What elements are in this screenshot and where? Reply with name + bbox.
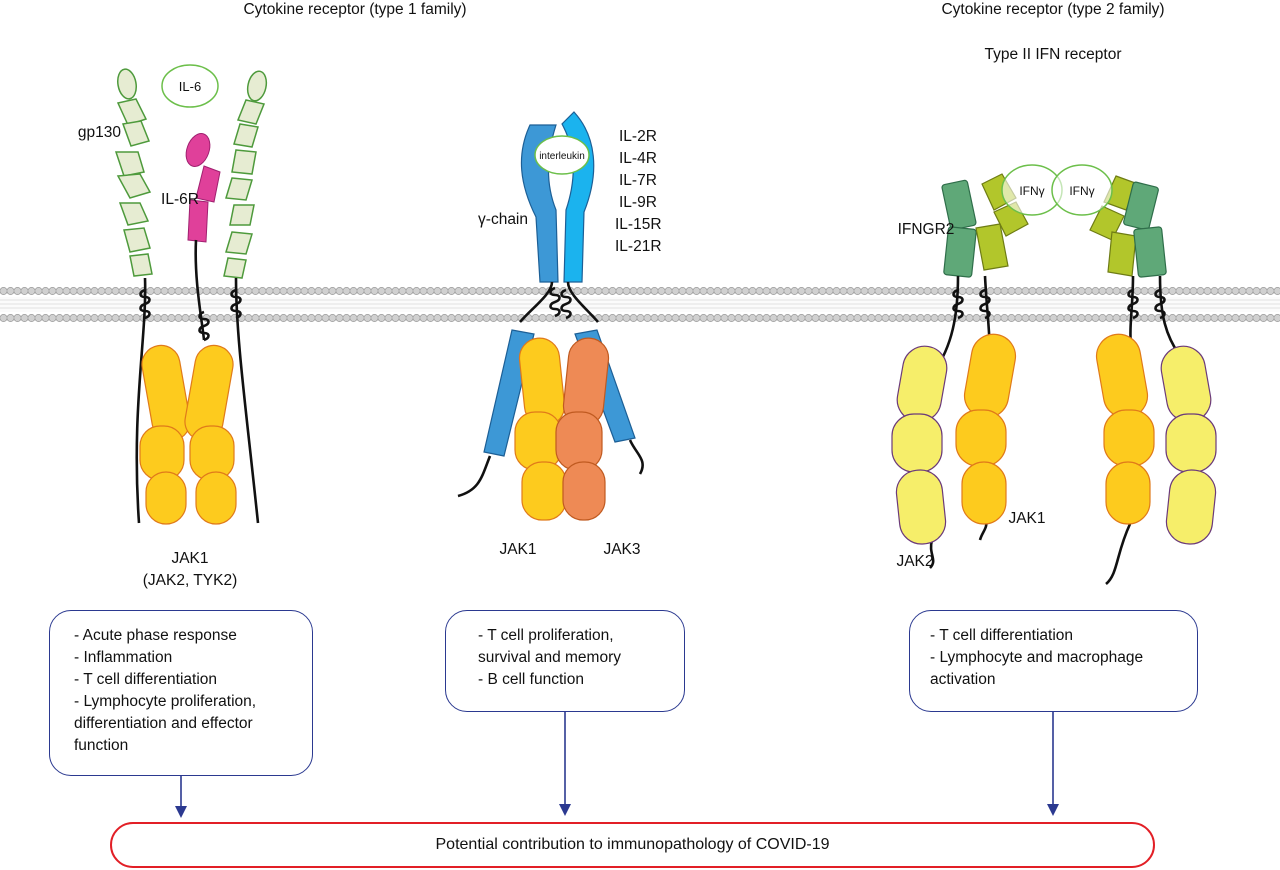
interleukin-ligand-label: interleukin	[539, 151, 585, 162]
effect-item: - T cell differentiation	[930, 627, 1074, 644]
effect-item: - T cell proliferation,	[478, 627, 614, 644]
jak2-label: JAK2	[896, 553, 933, 570]
effect-item: - Lymphocyte proliferation,	[74, 693, 257, 710]
ifn-gamma-a-label: IFNγ	[1019, 184, 1044, 198]
receptor-label: IL-2R	[619, 128, 657, 145]
gp130-left	[114, 68, 153, 277]
effect-item: - T cell differentiation	[74, 671, 218, 688]
ifn-gamma-ligand-b	[1051, 164, 1113, 216]
il6r-label: IL-6R	[161, 191, 199, 208]
receptor-label: IL-15R	[615, 216, 662, 233]
effect-item: function	[74, 737, 129, 754]
jak1-middle-label: JAK1	[499, 541, 536, 558]
effect-item: differentiation and effector	[74, 715, 253, 732]
receptor-label: IL-21R	[615, 238, 662, 255]
jak3-middle	[555, 337, 610, 521]
jak1-left-label: JAK1	[171, 550, 208, 567]
ifn-gamma-receptor-complex: IFNγ IFNγ	[891, 164, 1217, 585]
arrows	[175, 712, 1059, 818]
ifn-effects-box: - T cell differentiation - Lymphocyte an…	[909, 610, 1198, 712]
gamma-chain-effects-box: - T cell proliferation, survival and mem…	[445, 610, 685, 712]
ifn-gamma-b-label: IFNγ	[1069, 184, 1094, 198]
covid-outcome-box: Potential contribution to immunopatholog…	[110, 822, 1155, 868]
jak3-label: JAK3	[603, 541, 640, 558]
receptor-label: IL-4R	[619, 150, 657, 167]
jak1-right-left	[955, 333, 1017, 525]
effect-item: - Acute phase response	[74, 627, 237, 644]
covid-outcome-text: Potential contribution to immunopatholog…	[435, 836, 830, 853]
gp130-right	[223, 70, 268, 279]
effect-item: survival and memory	[478, 649, 621, 666]
il6r-chain	[185, 133, 221, 243]
jak1-pair-left	[139, 344, 237, 525]
type1-effects-box: - Acute phase response - Inflammation - …	[49, 610, 313, 776]
effect-item: activation	[930, 671, 996, 688]
jak1-right-right	[1095, 333, 1155, 525]
effect-item: - Lymphocyte and macrophage	[930, 649, 1144, 666]
jak1-right-label: JAK1	[1008, 510, 1045, 527]
receptor-label: IL-9R	[619, 194, 657, 211]
il6-ligand-label: IL-6	[179, 79, 201, 94]
interleukin-ligand	[534, 135, 590, 175]
gp130-label: gp130	[78, 124, 121, 141]
jak2-left	[891, 345, 948, 545]
type2-title: Cytokine receptor (type 2 family)	[941, 1, 1164, 18]
ifngr2-left	[941, 179, 977, 278]
effect-item: - Inflammation	[74, 649, 173, 666]
receptor-label: IL-7R	[619, 172, 657, 189]
receptor-list: IL-2R IL-4R IL-7R IL-9R IL-15R IL-21R	[615, 128, 662, 255]
ifngr2-right	[1123, 181, 1167, 278]
type1-title: Cytokine receptor (type 1 family)	[243, 1, 466, 18]
type2-subtitle: Type II IFN receptor	[985, 46, 1122, 63]
jak2-right	[1160, 345, 1217, 545]
cell-membrane	[0, 285, 1280, 324]
common-gamma-chain-complex: interleukin γ-chain IL-2R IL-4R IL-7R IL…	[457, 111, 662, 558]
effect-item: - B cell function	[478, 671, 584, 688]
il6-receptor-complex: IL-6 gp130 IL-6R JAK1 (JAK2, TYK2)	[78, 64, 268, 589]
jak1-middle	[514, 337, 567, 521]
gamma-chain-label: γ-chain	[478, 211, 528, 228]
il6-ligand	[161, 64, 219, 108]
ifngr2-label: IFNGR2	[898, 221, 955, 238]
jak-alt-label: (JAK2, TYK2)	[143, 572, 237, 589]
